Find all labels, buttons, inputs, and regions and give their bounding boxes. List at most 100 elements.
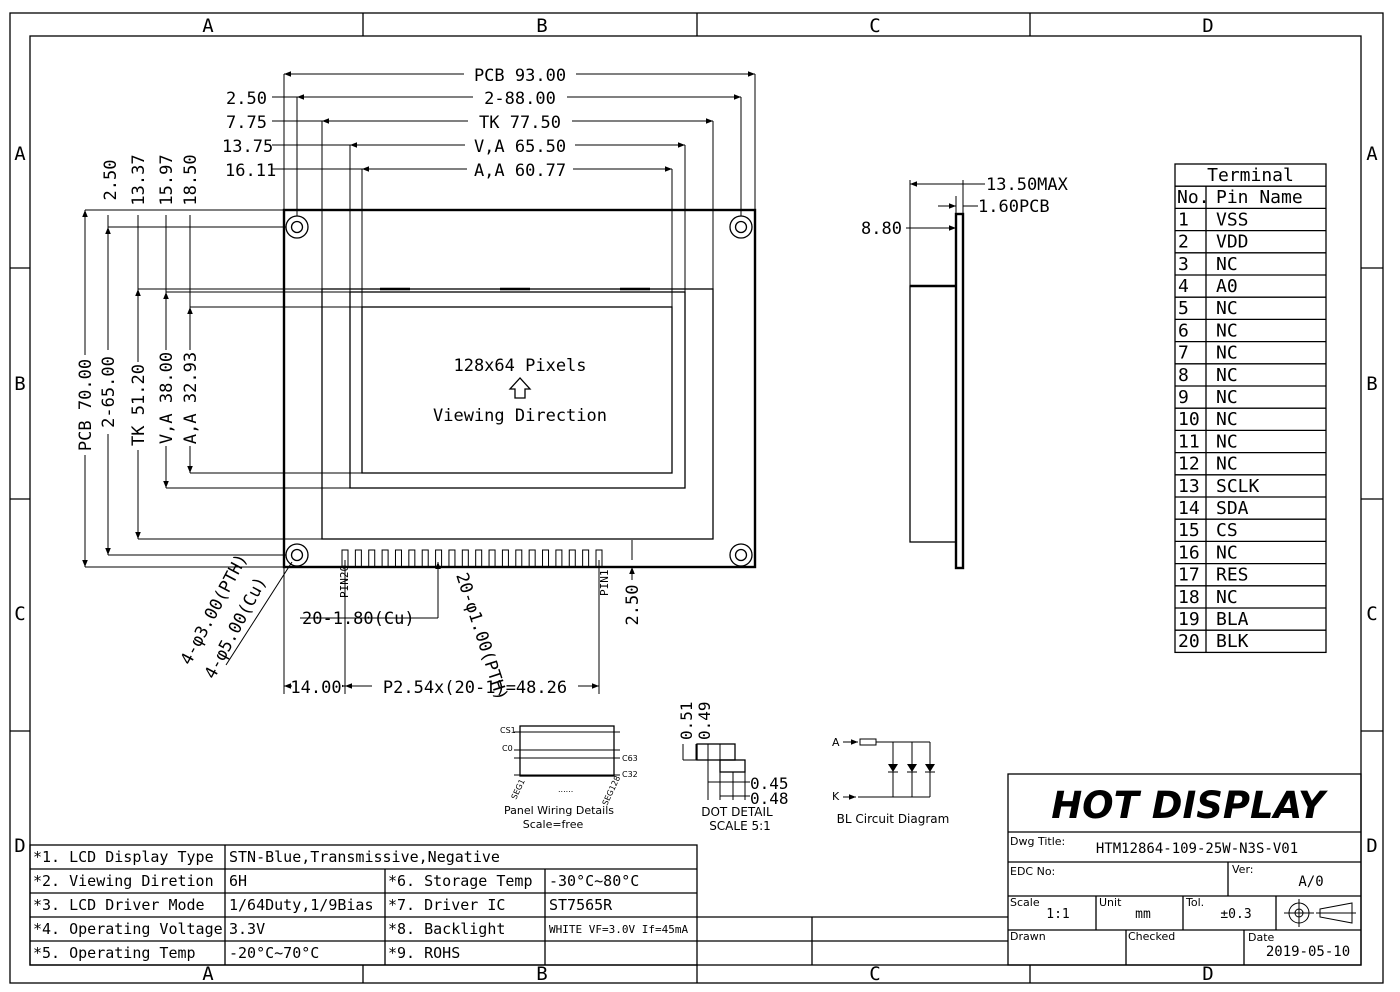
pin20-label: PIN20 [338,565,351,598]
dim-pcb-height: PCB 70.00 [76,359,96,451]
viewing-direction-text: Viewing Direction [433,406,607,426]
terminal-pin-name: NC [1216,298,1238,319]
bl-caption: BL Circuit Diagram [837,812,950,826]
pin-pad [368,549,376,568]
dim-left-offset: 7.75 [226,113,267,133]
dot-dim-4: 0.48 [750,789,789,808]
dot-dim-3: 0.45 [750,774,789,793]
terminal-pin-no: 9 [1178,387,1189,408]
dim-hole-spacing: 2-88.00 [484,89,556,109]
grid-row-label: C [1366,603,1377,625]
terminal-pin-no: 3 [1178,254,1189,275]
date-label: Date [1248,931,1275,944]
terminal-pin-no: 7 [1178,343,1189,364]
dim-left-offset: 16.11 [225,161,276,181]
spec-value: WHITE VF=3.0V If=45mA [549,923,688,936]
bl-cathode: K [832,790,840,803]
terminal-header-no: No. [1177,187,1210,208]
terminal-title: Terminal [1207,165,1294,186]
pin-pad [448,549,456,568]
wiring-seg1: SEG1 [510,778,527,801]
dot-caption: DOT DETAIL [701,805,773,819]
dim-pcb-width: PCB 93.00 [474,66,566,86]
pin-pad [488,549,496,568]
side-pcb-thickness: 1.60PCB [978,197,1050,217]
pixel-resolution-text: 128x64 Pixels [453,356,586,376]
terminal-pin-no: 16 [1178,542,1200,563]
dim-left-offset: 2.50 [226,89,267,109]
pin1-label: PIN1 [598,570,611,597]
spec-label: *7. Driver IC [388,896,505,914]
top-dimensions: PCB 93.00 2-88.00 2.50 TK 77.50 7.75 V,A… [222,64,756,307]
pad-note: 20-1.80(Cu) [302,609,415,629]
terminal-pin-no: 14 [1178,498,1200,519]
terminal-pin-name: NC [1216,587,1238,608]
spec-value: 1/64Duty,1/9Bias [229,896,374,914]
pin-pad [435,549,443,568]
viewing-direction-label: 128x64 Pixels Viewing Direction [433,356,607,426]
tol-label: Tol. [1185,896,1204,909]
spec-label: *9. ROHS [388,944,460,962]
spec-value: ST7565R [549,896,613,914]
led-icon [888,742,935,797]
pin-pad [354,549,362,568]
dot-scale: SCALE 5:1 [709,819,771,833]
grid-row-label: C [14,603,25,625]
tol-value: ±0.3 [1220,907,1251,922]
terminal-pin-name: NC [1216,454,1238,475]
pin-pad [528,549,536,568]
brand-logo: HOT DISPLAY [1051,784,1328,827]
ver-value: A/0 [1298,874,1323,890]
dim-va-width: V,A 65.50 [474,137,566,157]
dim-aa-height: A,A 32.93 [181,352,201,444]
terminal-header-name: Pin Name [1216,187,1303,208]
grid-row-label: D [14,835,25,857]
terminal-pin-no: 15 [1178,520,1200,541]
dim-aa-width: A,A 60.77 [474,161,566,181]
terminal-pin-name: NC [1216,320,1238,341]
grid-col-label: C [869,15,880,37]
panel-wiring-details: CS1 C0 C63 C32 ...... SEG1 SEG128 Panel … [500,725,638,831]
checked-label: Checked [1128,930,1175,943]
spec-label: *8. Backlight [388,920,505,938]
dim-top-offset: 18.50 [181,154,201,205]
projection-symbol-icon [1284,899,1356,927]
side-module-height: 8.80 [861,219,902,239]
pin-pad [381,549,389,568]
grid-col-label: D [1202,15,1213,37]
pin-pad [408,549,416,568]
unit-label: Unit [1099,896,1122,909]
terminal-pin-no: 6 [1178,320,1189,341]
terminal-pin-no: 17 [1178,565,1200,586]
terminal-pin-name: VSS [1216,209,1249,230]
spec-value: 3.3V [229,920,265,938]
terminal-pin-name: NC [1216,409,1238,430]
terminal-pin-no: 20 [1178,631,1200,652]
left-dimensions: PCB 70.00 2-65.00 TK 51.20 V,A 38.00 A,A… [75,154,362,568]
terminal-pin-name: CS [1216,520,1238,541]
side-view: 13.50MAX 1.60PCB 8.80 [861,175,1069,570]
grid-row-label: B [14,373,25,395]
dot-dim-2: 0.49 [695,701,714,740]
wiring-c32: C32 [622,770,638,779]
pin-pad [515,549,523,568]
spec-label: *2. Viewing Diretion [33,872,214,890]
terminal-pin-name: VDD [1216,232,1249,253]
terminal-pin-name: A0 [1216,276,1238,297]
spec-label: *3. LCD Driver Mode [33,896,205,914]
viewing-arrow-icon [508,377,532,399]
spec-label: *1. LCD Display Type [33,848,214,866]
wiring-dots: ...... [558,785,573,794]
pin-pad [394,549,402,568]
wiring-c63: C63 [622,754,638,763]
dim-top-offset: 15.97 [157,154,177,205]
dim-left-offset: 13.75 [222,137,273,157]
terminal-pin-no: 10 [1178,409,1200,430]
dim-hole-vspacing: 2-65.00 [99,356,119,428]
dot-dim-1: 0.51 [677,701,696,740]
grid-row-label: A [14,143,26,165]
grid-col-label: B [536,15,547,37]
pin-dimensions: 14.00 P2.54x(20-1)=48.26 2.50 20-1.80(Cu… [177,540,643,703]
